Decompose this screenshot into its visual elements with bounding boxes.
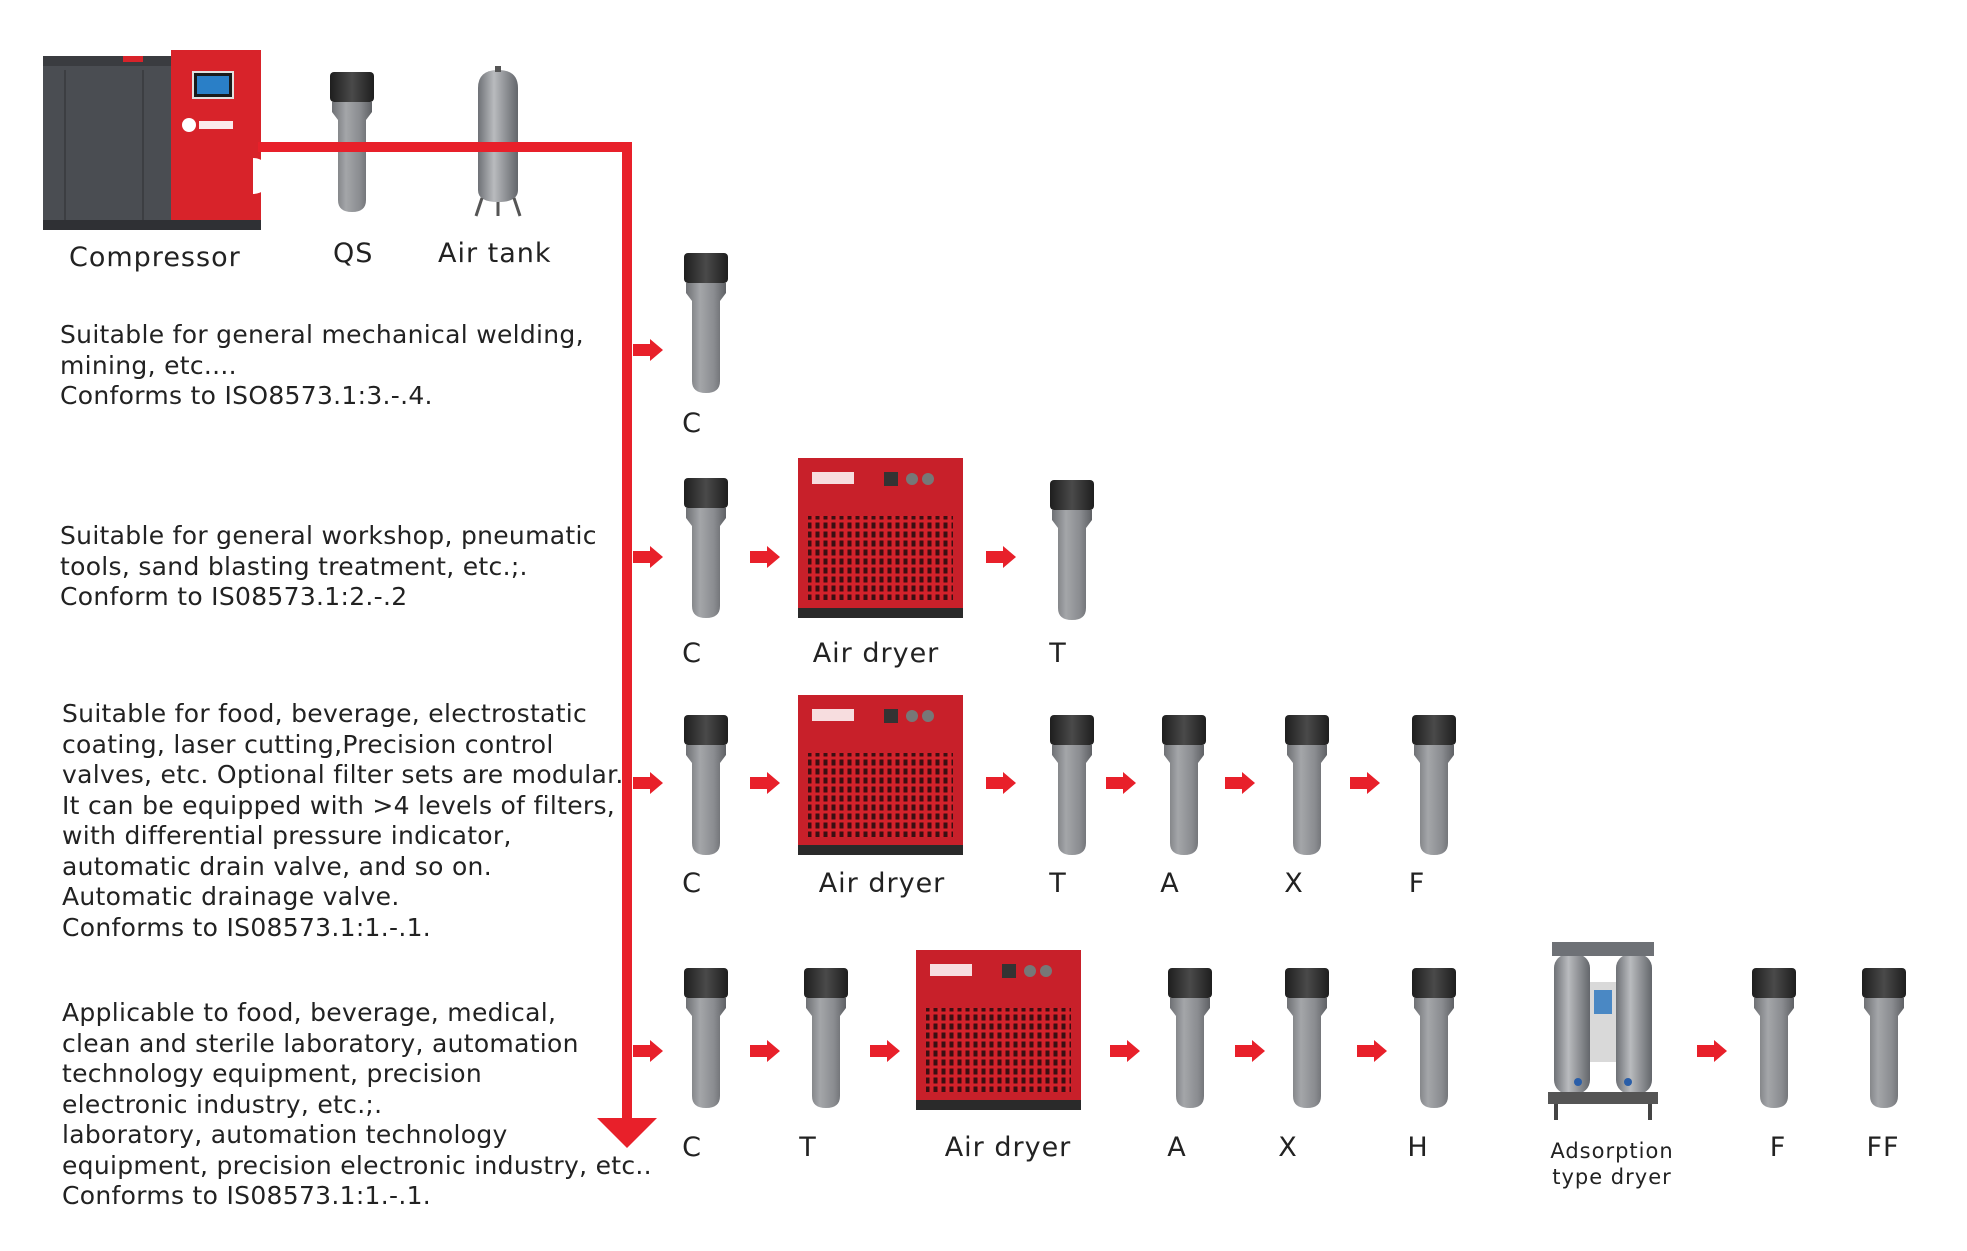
filter-icon bbox=[1048, 715, 1096, 857]
row-3-label-a: A bbox=[1160, 868, 1180, 899]
filter-icon bbox=[1410, 968, 1458, 1110]
row-4-label-f: F bbox=[1769, 1132, 1787, 1163]
filter-icon bbox=[1160, 715, 1208, 857]
refrigerated-dryer-icon bbox=[798, 458, 963, 618]
arrow-right-icon bbox=[1697, 1040, 1727, 1062]
row-4-label-a: A bbox=[1167, 1132, 1187, 1163]
arrow-right-icon bbox=[1106, 772, 1136, 794]
row-4-label-x: X bbox=[1278, 1132, 1298, 1163]
row-4-label-air-dryer: Air dryer bbox=[944, 1132, 1072, 1163]
arrow-right-icon bbox=[633, 546, 663, 568]
filter-icon bbox=[1860, 968, 1908, 1110]
row-4-label-t: T bbox=[799, 1132, 817, 1163]
arrow-right-icon bbox=[1225, 772, 1255, 794]
arrow-right-icon bbox=[750, 772, 780, 794]
adsorption-dryer-icon bbox=[1548, 942, 1658, 1122]
arrow-right-icon bbox=[986, 772, 1016, 794]
filter-icon bbox=[802, 968, 850, 1110]
arrow-right-icon bbox=[633, 772, 663, 794]
row-2-label-air-dryer: Air dryer bbox=[812, 638, 940, 669]
row-3-label-air-dryer: Air dryer bbox=[818, 868, 946, 899]
filter-icon bbox=[682, 715, 730, 857]
row-3-label-x: X bbox=[1284, 868, 1304, 899]
filter-icon bbox=[682, 253, 730, 395]
arrow-right-icon bbox=[633, 339, 663, 361]
qs-label: QS bbox=[333, 238, 374, 269]
row-4-label-ff: FF bbox=[1866, 1132, 1900, 1163]
refrigerated-dryer-icon bbox=[798, 695, 963, 855]
filter-icon bbox=[1750, 968, 1798, 1110]
filter-icon bbox=[1410, 715, 1458, 857]
row-4-label-h: H bbox=[1407, 1132, 1429, 1163]
arrow-right-icon bbox=[1357, 1040, 1387, 1062]
supply-pipe-horizontal bbox=[258, 142, 632, 152]
description-level-1: Suitable for general mechanical welding,… bbox=[60, 320, 584, 410]
arrow-right-icon bbox=[750, 546, 780, 568]
description-level-3: Suitable for food, beverage, electrostat… bbox=[62, 699, 624, 942]
filter-icon bbox=[328, 72, 376, 214]
filter-icon bbox=[1048, 480, 1096, 622]
row-2-label-t: T bbox=[1049, 638, 1067, 669]
row-3-label-f: F bbox=[1408, 868, 1426, 899]
row-3-label-c: C bbox=[682, 868, 702, 899]
row-3-label-t: T bbox=[1049, 868, 1067, 899]
compressor-icon bbox=[43, 50, 263, 230]
description-level-4: Applicable to food, beverage, medical, c… bbox=[62, 998, 652, 1210]
description-level-2: Suitable for general workshop, pneumatic… bbox=[60, 521, 597, 611]
arrow-right-icon bbox=[1110, 1040, 1140, 1062]
arrow-right-icon bbox=[750, 1040, 780, 1062]
arrow-right-icon bbox=[1350, 772, 1380, 794]
supply-pipe-vertical bbox=[622, 142, 632, 1122]
air-tank-icon bbox=[470, 66, 526, 218]
arrow-right-icon bbox=[1235, 1040, 1265, 1062]
filter-icon bbox=[1283, 968, 1331, 1110]
filter-icon bbox=[1166, 968, 1214, 1110]
compressor-label: Compressor bbox=[69, 242, 241, 273]
filter-icon bbox=[682, 478, 730, 620]
arrow-right-icon bbox=[870, 1040, 900, 1062]
row-4-label-adsorption-dryer: Adsorption type dryer bbox=[1550, 1139, 1674, 1189]
row-2-label-c: C bbox=[682, 638, 702, 669]
filter-icon bbox=[682, 968, 730, 1110]
row-1-label-c: C bbox=[682, 408, 702, 439]
air-tank-label: Air tank bbox=[438, 238, 552, 269]
supply-pipe-arrowhead bbox=[597, 1118, 657, 1152]
row-4-label-c: C bbox=[682, 1132, 702, 1163]
refrigerated-dryer-icon bbox=[916, 950, 1081, 1110]
arrow-right-icon bbox=[986, 546, 1016, 568]
arrow-right-icon bbox=[633, 1040, 663, 1062]
filter-icon bbox=[1283, 715, 1331, 857]
